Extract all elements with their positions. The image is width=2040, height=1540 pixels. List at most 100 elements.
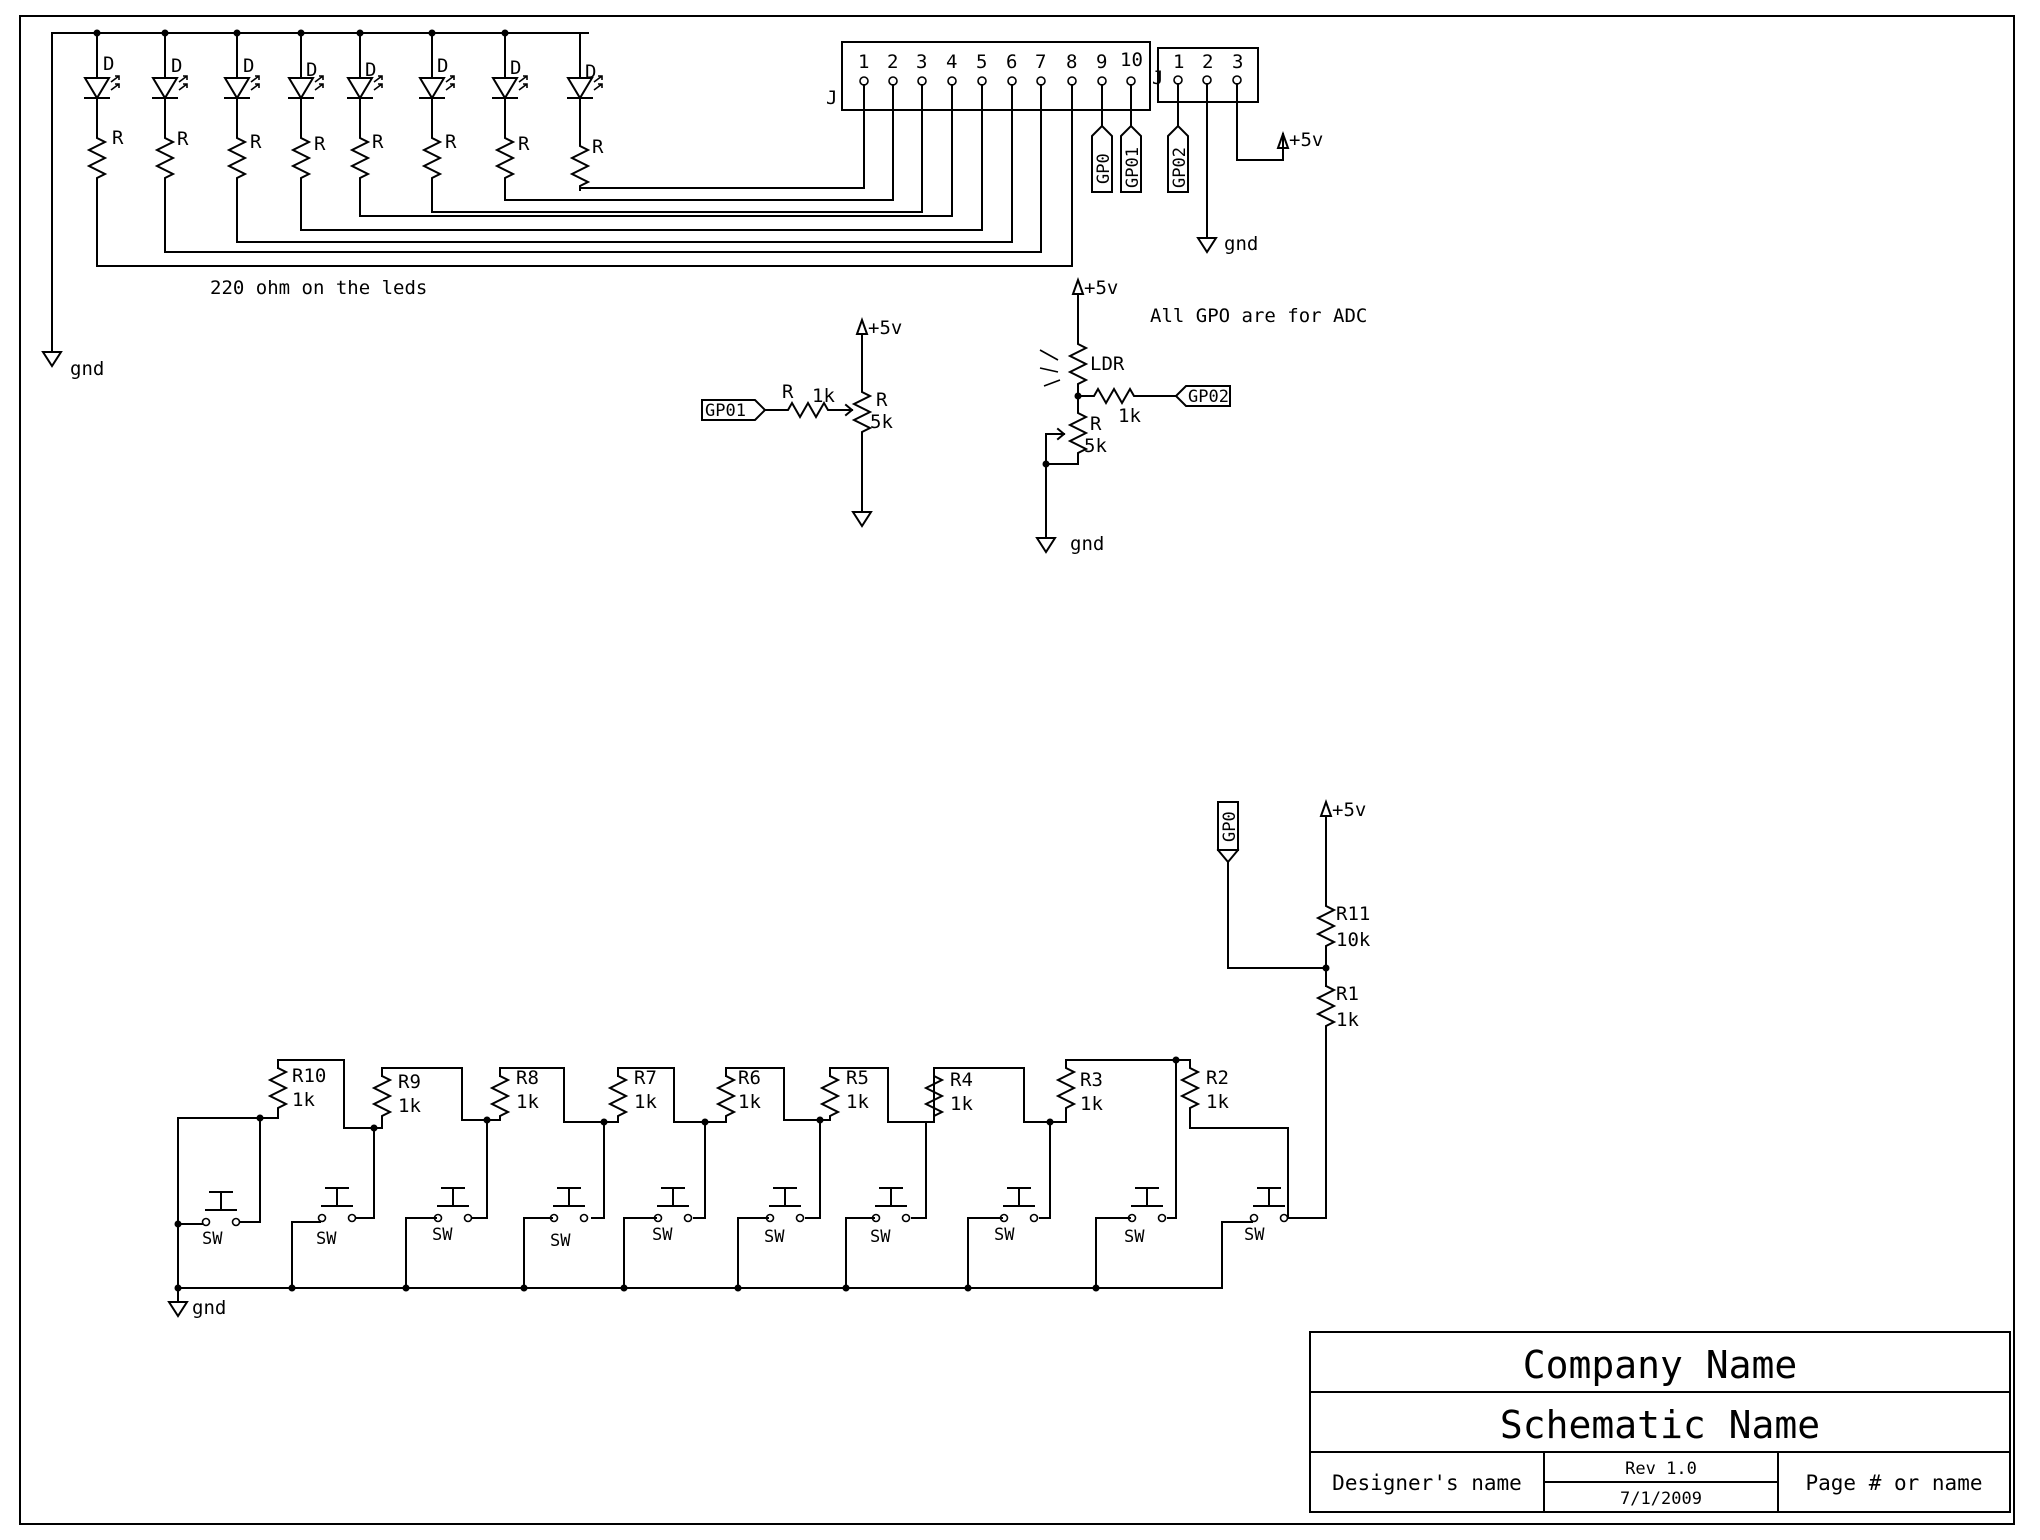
sw-label-3: SW (432, 1225, 453, 1245)
ldr-gnd-label: gnd (1070, 533, 1104, 555)
d-label-1: D (103, 53, 114, 75)
j1-gp01-tag: GP01 (1123, 147, 1143, 188)
ldr-pot-r: R (1090, 413, 1102, 435)
r11-ref: R11 (1336, 903, 1370, 925)
j2-gp02-tag: GP02 (1170, 147, 1190, 188)
j1-pin-label-5: 5 (976, 51, 987, 73)
r10-ref: R10 (292, 1065, 326, 1087)
j1-pin-label-3: 3 (916, 51, 927, 73)
revision: Rev 1.0 (1625, 1459, 1697, 1479)
sw-label-4: SW (550, 1231, 571, 1251)
j1-gp0-tag: GP0 (1094, 153, 1114, 184)
company-name: Company Name (1523, 1343, 1798, 1387)
sw-label-8: SW (994, 1225, 1015, 1245)
ldr-pot-val: 5k (1084, 435, 1107, 457)
d-label-4: D (306, 59, 317, 81)
j1-pin-label-1: 1 (858, 51, 869, 73)
r2-ref: R2 (1206, 1067, 1229, 1089)
schematic-name: Schematic Name (1500, 1403, 1820, 1447)
j1-pin-label-10: 10 (1120, 49, 1143, 71)
j1-pin-label-2: 2 (887, 51, 898, 73)
r4-val: 1k (950, 1093, 973, 1115)
ldr-label: LDR (1090, 353, 1125, 375)
r10-val: 1k (292, 1089, 315, 1111)
d-label-2: D (171, 55, 182, 77)
r-label-7: R (518, 133, 530, 155)
sw-label-10: SW (1244, 1225, 1265, 1245)
r4-ref: R4 (950, 1069, 973, 1091)
j1-pin-label-6: 6 (1006, 51, 1017, 73)
pot-gp01-tag: GP01 (705, 401, 746, 421)
r-label-6: R (445, 131, 457, 153)
designer-name: Designer's name (1332, 1471, 1522, 1495)
j1-pin-label-8: 8 (1066, 51, 1077, 73)
r-label-5: R (372, 131, 384, 153)
keypad-ladder: GP0 +5v R11 10k R1 1k R2 1k R3 1k R4 1k (168, 799, 1371, 1319)
sw-label-6: SW (764, 1227, 785, 1247)
r8-ref: R8 (516, 1067, 539, 1089)
r3-ref: R3 (1080, 1069, 1103, 1091)
header-j1: J J 1 2 3 4 5 6 7 8 9 10 GP0 GP01 (826, 41, 1163, 193)
title-block: Company Name Schematic Name Designer's n… (1309, 1331, 2011, 1513)
date: 7/1/2009 (1620, 1489, 1702, 1509)
pot-r: R (876, 389, 888, 411)
page-name: Page # or name (1805, 1471, 1982, 1495)
j2-pin-label-3: 3 (1232, 51, 1243, 73)
r1-val: 1k (1336, 1009, 1359, 1031)
r1-ref: R1 (1336, 983, 1359, 1005)
header-j2: 1 2 3 GP02 gnd +5v (1157, 47, 1323, 255)
d-label-5: D (365, 59, 376, 81)
d-label-3: D (243, 55, 254, 77)
j1-pin-label-7: 7 (1035, 51, 1046, 73)
sw-label-2: SW (316, 1229, 337, 1249)
sheet-border (19, 15, 2015, 1525)
pot-vcc-label: +5v (868, 317, 902, 339)
ldr-gp02-tag: GP02 (1188, 387, 1229, 407)
r-label-1: R (112, 127, 124, 149)
r-label-8: R (592, 136, 604, 158)
ldr-series-val: 1k (1118, 405, 1141, 427)
r11-val: 10k (1336, 929, 1371, 951)
keypad-vcc-label: +5v (1332, 799, 1366, 821)
j2-pin-label-2: 2 (1202, 51, 1213, 73)
d-label-6: D (437, 55, 448, 77)
r9-ref: R9 (398, 1071, 421, 1093)
keypad-gp0-tag: GP0 (1220, 811, 1240, 842)
j2-pin-label-1: 1 (1173, 51, 1184, 73)
adc-note: All GPO are for ADC (1150, 305, 1367, 327)
led-array: gnd D D D D D D D D R R R R (42, 29, 1073, 380)
j1-pin-label-9: 9 (1096, 51, 1107, 73)
d-label-8: D (585, 61, 596, 83)
r6-ref: R6 (738, 1067, 761, 1089)
sw-label-7: SW (870, 1227, 891, 1247)
j2-vcc-label: +5v (1289, 129, 1323, 151)
r5-val: 1k (846, 1091, 869, 1113)
pot-circuit: GP01 R 1k +5v R 5k (701, 317, 902, 527)
r-label-4: R (314, 133, 326, 155)
led-note: 220 ohm on the leds (210, 277, 427, 299)
pot-series-val: 1k (812, 385, 835, 407)
pot-series-r: R (782, 381, 794, 403)
ldr-vcc-label: +5v (1084, 277, 1118, 299)
r9-val: 1k (398, 1095, 421, 1117)
j2-gnd-label: gnd (1224, 233, 1258, 255)
r-label-3: R (250, 131, 262, 153)
j1-ref: J (826, 87, 837, 109)
r-label-2: R (177, 128, 189, 150)
r7-val: 1k (634, 1091, 657, 1113)
sw-label-9: SW (1124, 1227, 1145, 1247)
r2-val: 1k (1206, 1091, 1229, 1113)
r5-ref: R5 (846, 1067, 869, 1089)
d-label-7: D (510, 57, 521, 79)
r8-val: 1k (516, 1091, 539, 1113)
keypad-gnd-label: gnd (192, 1297, 226, 1319)
ldr-circuit: +5v LDR 1k GP02 gnd R 5k (1036, 277, 1231, 555)
r3-val: 1k (1080, 1093, 1103, 1115)
r7-ref: R7 (634, 1067, 657, 1089)
sw-label-1: SW (202, 1229, 223, 1249)
r6-val: 1k (738, 1091, 761, 1113)
sw-label-5: SW (652, 1225, 673, 1245)
pot-val: 5k (870, 411, 893, 433)
led-gnd-label: gnd (70, 358, 104, 380)
